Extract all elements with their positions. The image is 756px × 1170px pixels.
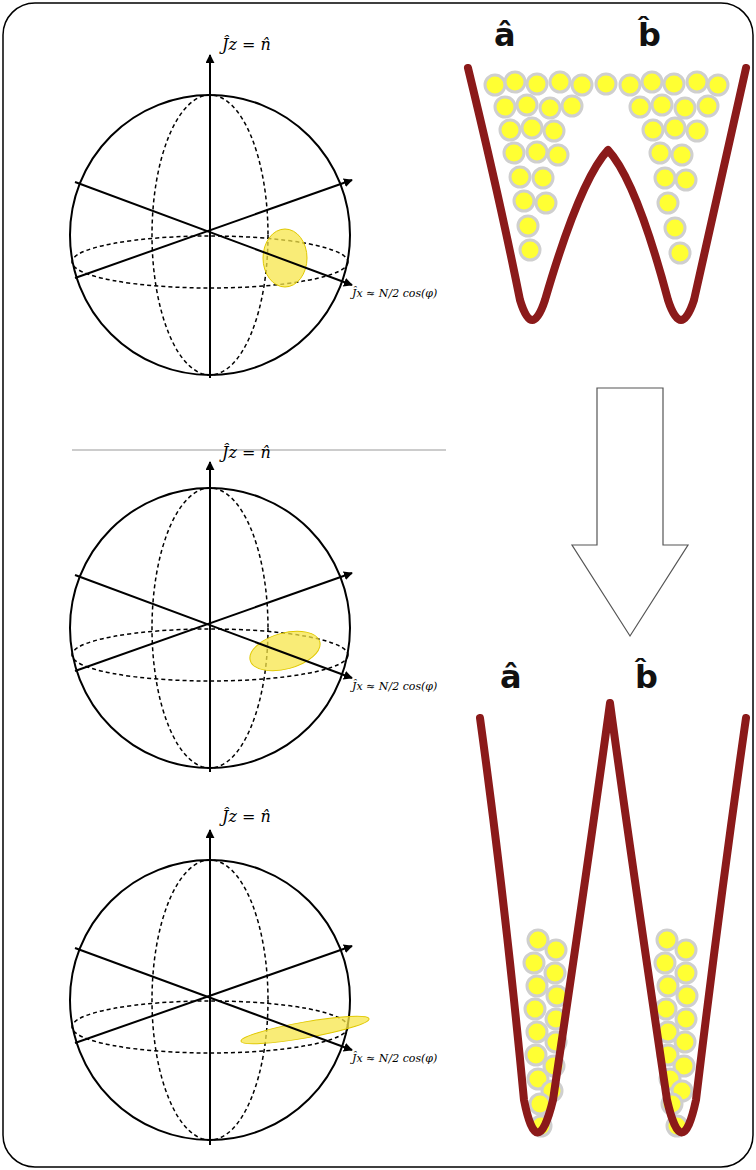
mode-label: â: [500, 660, 522, 695]
double-well: [480, 703, 746, 1133]
bloch-sphere: [70, 462, 352, 772]
bloch-sphere: [70, 830, 370, 1145]
mode-label: b̂: [638, 18, 661, 53]
mode-label: â: [494, 18, 516, 53]
axis-label: Ĵx ≈ N/2 cos(φ): [352, 681, 437, 693]
frame: [3, 3, 753, 1167]
axis-label: Ĵx ≈ N/2 cos(φ): [352, 1053, 437, 1065]
process-arrow: [572, 388, 688, 636]
axis-label: Ĵz = n̂: [222, 444, 271, 462]
atoms: [485, 72, 728, 263]
double-well: [468, 68, 746, 320]
axis-label: Ĵz = n̂: [222, 36, 271, 54]
mode-label: b̂: [635, 660, 658, 695]
axis-label: Ĵx ≈ N/2 cos(φ): [352, 288, 437, 300]
axis-label: Ĵz = n̂: [222, 808, 271, 826]
bloch-sphere: [70, 55, 352, 378]
